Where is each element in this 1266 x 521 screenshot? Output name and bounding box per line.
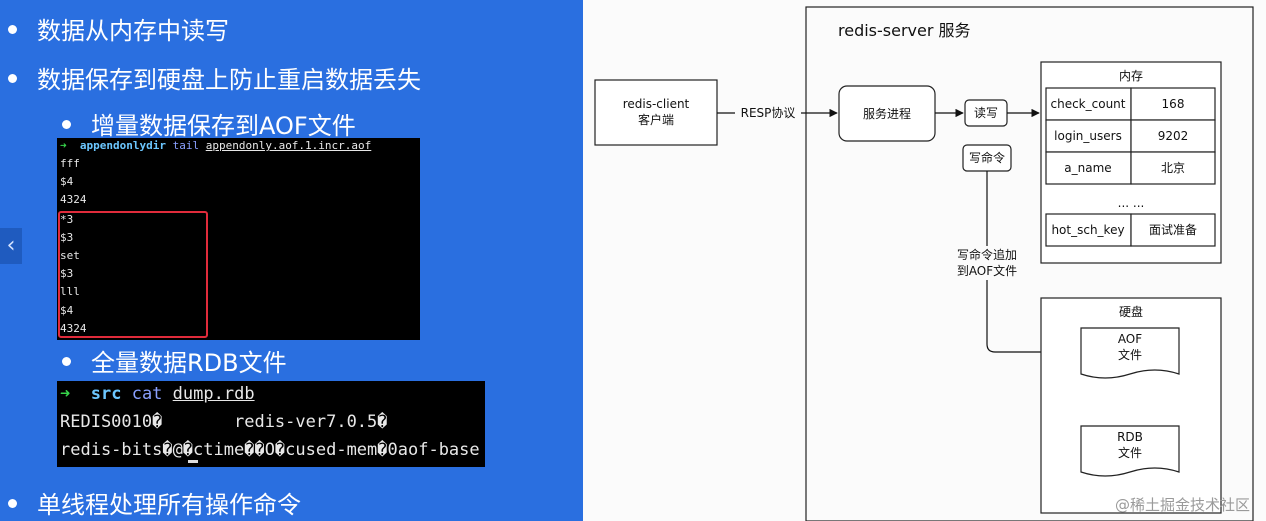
client-box bbox=[594, 79, 718, 146]
append-label-line1: 写命令追加 bbox=[957, 247, 1017, 262]
memory-key: login_users bbox=[1054, 129, 1122, 143]
server-title: redis-server 服务 bbox=[838, 21, 971, 40]
protocol-label-bg bbox=[735, 104, 801, 121]
rdb-file-icon bbox=[1080, 425, 1180, 477]
terminal-cmd: tail bbox=[172, 139, 200, 152]
slide-panel: 数据从内存中读写 数据保存到硬盘上防止重启数据丢失 增量数据保存到AOF文件 ➜… bbox=[0, 0, 583, 521]
client-label-cn: 客户端 bbox=[638, 112, 674, 127]
bullet-dot bbox=[8, 24, 17, 34]
terminal-cmd: cat bbox=[131, 384, 163, 404]
watermark: @稀土掘金技术社区 bbox=[1114, 496, 1250, 514]
terminal-line: $3 bbox=[60, 231, 74, 244]
bullet-dot bbox=[62, 356, 71, 366]
append-label-line2: 到AOF文件 bbox=[957, 263, 1017, 278]
append-label-bg bbox=[953, 246, 1021, 280]
chevron-left-icon[interactable]: ‹ bbox=[0, 228, 22, 264]
memory-title: 内存 bbox=[1119, 69, 1143, 83]
memory-key: check_count bbox=[1051, 97, 1126, 111]
architecture-diagram: redis-server 服务 redis-client 客户端 RESP协议 … bbox=[583, 0, 1266, 521]
terminal-line: lll bbox=[60, 285, 80, 298]
bullet-text: 单线程处理所有操作命令 bbox=[37, 491, 301, 519]
terminal-command-line: ➜ appendonlydir tail appendonly.aof.1.in… bbox=[60, 139, 371, 152]
terminal-rdb: ➜ src cat dump.rdb REDIS0010� redis-ver7… bbox=[57, 381, 485, 467]
terminal-line: set bbox=[60, 249, 80, 262]
terminal-arg: appendonly.aof.1.incr.aof bbox=[205, 139, 372, 152]
highlight-box bbox=[58, 211, 208, 338]
memory-value-cell bbox=[1130, 119, 1216, 153]
diagram-canvas: redis-server 服务 redis-client 客户端 RESP协议 … bbox=[594, 6, 1254, 521]
memory-value: 面试准备 bbox=[1149, 222, 1197, 237]
terminal-line: REDIS0010� redis-ver7.0.5� bbox=[60, 412, 388, 432]
memory-value-cell bbox=[1130, 213, 1216, 247]
server-box bbox=[805, 6, 1254, 521]
terminal-line: 4324 bbox=[60, 322, 87, 335]
bullet-single-thread: 单线程处理所有操作命令 bbox=[8, 485, 301, 520]
memory-key: hot_sch_key bbox=[1051, 223, 1124, 237]
bullet-aof: 增量数据保存到AOF文件 bbox=[62, 106, 356, 141]
memory-key-cell bbox=[1045, 87, 1132, 121]
prompt-arrow: ➜ bbox=[60, 139, 67, 152]
memory-key-cell bbox=[1045, 119, 1132, 153]
terminal-line: fff bbox=[60, 157, 80, 170]
write-cmd-label: 写命令 bbox=[969, 150, 1005, 165]
rw-label: 读写 bbox=[974, 106, 998, 120]
bullet-rdb: 全量数据RDB文件 bbox=[62, 343, 287, 378]
bullet-memory-rw: 数据从内存中读写 bbox=[8, 11, 229, 46]
append-arrow bbox=[986, 171, 1080, 357]
terminal-cursor bbox=[188, 460, 198, 463]
bullet-text: 数据从内存中读写 bbox=[37, 17, 229, 45]
memory-value-cell bbox=[1130, 87, 1216, 121]
bullet-dot bbox=[8, 498, 17, 508]
protocol-label: RESP协议 bbox=[741, 105, 796, 120]
rdb-label-cn: 文件 bbox=[1118, 445, 1142, 460]
bullet-text: 全量数据RDB文件 bbox=[91, 349, 287, 377]
memory-key: a_name bbox=[1064, 161, 1111, 175]
rdb-label: RDB bbox=[1117, 430, 1143, 444]
terminal-aof: ➜ appendonlydir tail appendonly.aof.1.in… bbox=[57, 138, 420, 340]
terminal-line: $3 bbox=[60, 267, 74, 280]
terminal-line: $4 bbox=[60, 304, 74, 317]
terminal-arg: dump.rdb bbox=[172, 384, 255, 404]
memory-value: 9202 bbox=[1158, 129, 1189, 143]
aof-label-cn: 文件 bbox=[1118, 347, 1142, 362]
terminal-command-line: ➜ src cat dump.rdb bbox=[60, 384, 255, 404]
terminal-line: *3 bbox=[60, 213, 74, 226]
process-label: 服务进程 bbox=[863, 106, 911, 121]
terminal-line: redis-bits�@�ctime��O�cused-mem�0aof-bas… bbox=[60, 440, 480, 460]
prompt-arrow: ➜ bbox=[60, 384, 71, 404]
bullet-disk-persist: 数据保存到硬盘上防止重启数据丢失 bbox=[8, 60, 421, 95]
bullet-dot bbox=[8, 73, 17, 83]
memory-value: 168 bbox=[1162, 97, 1185, 111]
terminal-dir: appendonlydir bbox=[79, 139, 166, 152]
terminal-line: $4 bbox=[60, 175, 74, 188]
bullet-dot bbox=[62, 119, 71, 129]
client-label: redis-client bbox=[623, 97, 690, 111]
memory-table: check_count 168 login_users 9202 a_name … bbox=[1045, 87, 1216, 247]
terminal-line: 4324 bbox=[60, 193, 87, 206]
memory-key-cell bbox=[1045, 151, 1132, 185]
disk-title: 硬盘 bbox=[1119, 304, 1143, 319]
memory-key-cell bbox=[1045, 213, 1132, 247]
memory-value-cell bbox=[1130, 151, 1216, 185]
aof-label: AOF bbox=[1118, 332, 1142, 346]
memory-ellipsis: ... ... bbox=[1118, 196, 1145, 210]
terminal-dir: src bbox=[90, 384, 122, 404]
aof-file-icon bbox=[1080, 327, 1180, 379]
bullet-text: 数据保存到硬盘上防止重启数据丢失 bbox=[37, 66, 421, 94]
memory-value: 北京 bbox=[1161, 161, 1185, 175]
bullet-text: 增量数据保存到AOF文件 bbox=[91, 112, 356, 140]
